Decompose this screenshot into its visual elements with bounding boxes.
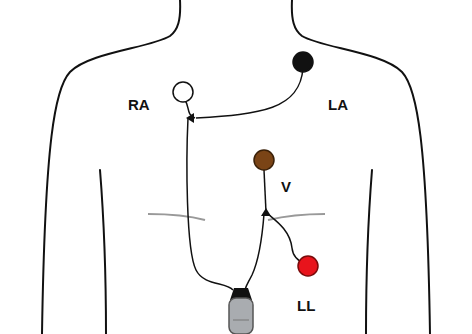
ll-wire <box>268 214 306 264</box>
right-body-outline <box>292 0 430 334</box>
rib-line <box>148 214 205 220</box>
v-electrode <box>254 150 274 170</box>
electrode-label: V <box>281 179 291 194</box>
recorder-device <box>229 298 253 334</box>
left-torso-side <box>100 170 106 334</box>
la-electrode <box>293 52 313 72</box>
trunk-wire <box>187 118 233 290</box>
junction <box>261 208 271 216</box>
ll-electrode <box>298 256 318 276</box>
device-detail <box>233 320 249 321</box>
electrode-label: RA <box>128 97 150 112</box>
right-torso-side <box>366 170 372 334</box>
electrode-label: LL <box>297 298 315 313</box>
left-body-outline <box>42 0 180 334</box>
device-wire <box>245 214 264 290</box>
electrode-label: LA <box>328 97 348 112</box>
la-wire <box>196 68 303 118</box>
junction <box>186 113 194 123</box>
rib-line <box>268 214 325 220</box>
v-wire <box>264 170 266 212</box>
ra-electrode <box>173 82 193 102</box>
